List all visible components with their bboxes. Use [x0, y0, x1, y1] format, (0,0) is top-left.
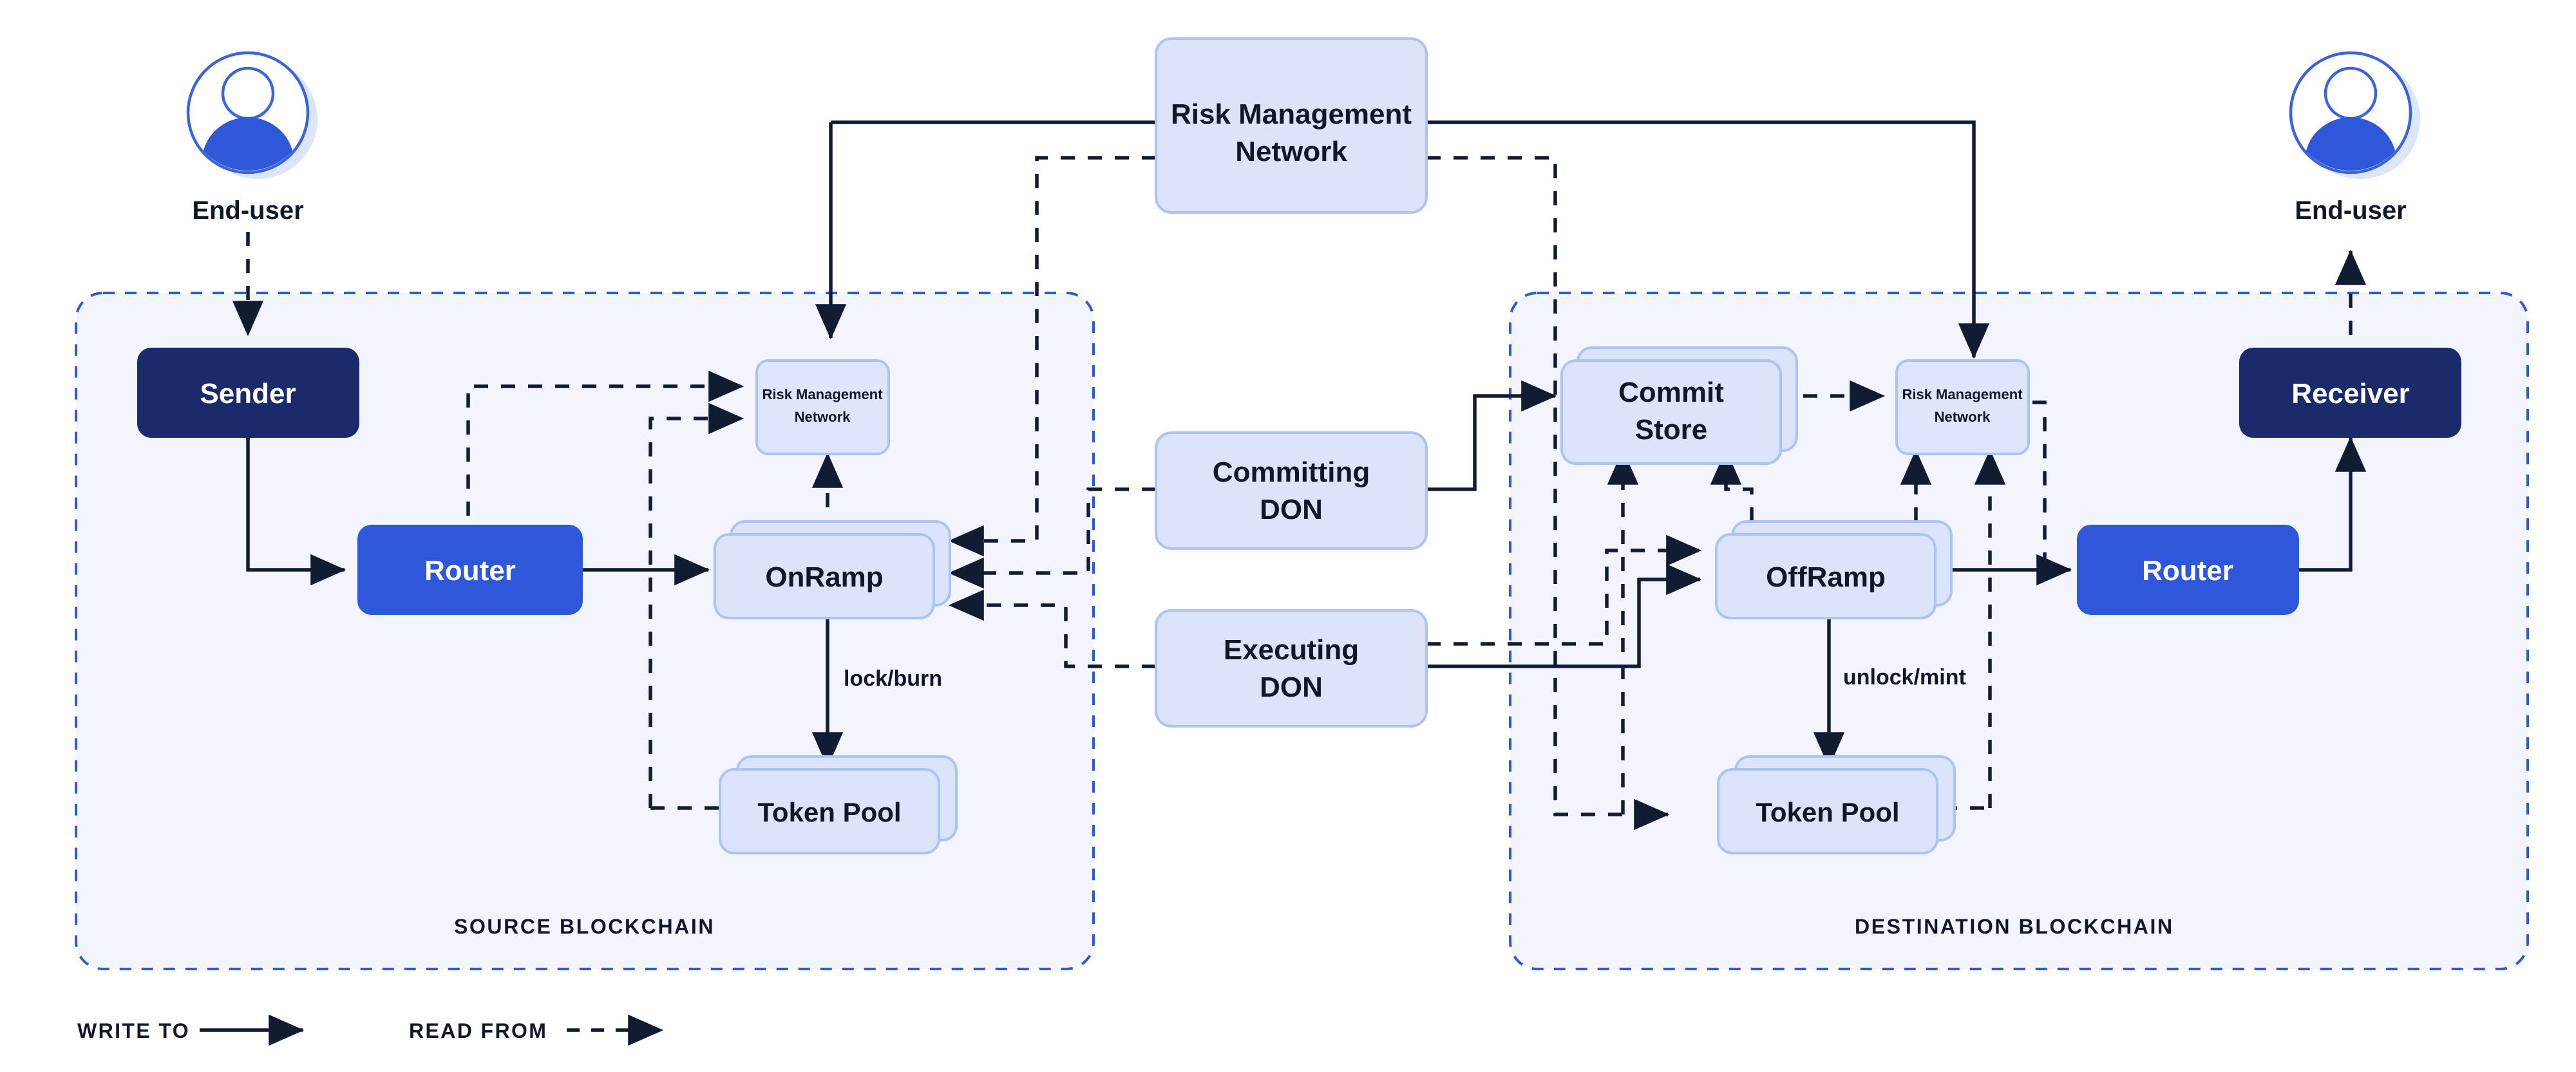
onramp-label: OnRamp: [765, 561, 883, 593]
executing-don-label-line2: DON: [1260, 672, 1323, 703]
source-enduser-label: End-user: [192, 196, 303, 225]
node-source-router[interactable]: Router: [357, 525, 583, 615]
edge-dest-router-to-dest-rmn: [1976, 386, 2047, 567]
source-blockchain-zone-label: SOURCE BLOCKCHAIN: [454, 915, 715, 938]
offramp-label: OffRamp: [1766, 561, 1886, 593]
source-router-label: Router: [424, 555, 516, 587]
source-rmn-label-line2: Network: [795, 409, 851, 425]
sender-label: Sender: [200, 378, 296, 409]
committing-don-label-line1: Committing: [1213, 456, 1370, 488]
node-committing-don[interactable]: Committing DON: [1155, 431, 1428, 550]
dest-rmn-label-line2: Network: [1935, 409, 1991, 425]
edge-top-rmn-to-dest-rmn: [1426, 120, 1990, 359]
destination-enduser-avatar: [2289, 51, 2420, 179]
destination-enduser-label: End-user: [2295, 196, 2406, 225]
node-destination-router[interactable]: Router: [2077, 525, 2299, 615]
edge-sender-to-router: [246, 438, 346, 586]
edge-label-unlock-mint: unlock/mint: [1843, 665, 1966, 690]
destination-blockchain-zone-label: DESTINATION BLOCKCHAIN: [1855, 915, 2174, 938]
source-token-pool-label: Token Pool: [757, 797, 901, 827]
edge-dest-router-to-receiver: [2299, 436, 2367, 572]
edge-top-rmn-reads-onramp: [948, 156, 1156, 557]
source-enduser-avatar: [186, 51, 317, 179]
destination-token-pool-label: Token Pool: [1756, 797, 1899, 827]
node-destination-risk-management-network[interactable]: Risk Management Network: [1895, 359, 2030, 455]
risk-management-network-top-label-line1: Risk Management: [1171, 99, 1412, 130]
node-destination-token-pool[interactable]: Token Pool: [1717, 755, 1956, 854]
edge-tokenpool-to-source-rmn: [649, 402, 744, 808]
node-source-token-pool[interactable]: Token Pool: [719, 755, 958, 854]
node-sender[interactable]: Sender: [137, 348, 359, 438]
node-receiver[interactable]: Receiver: [2239, 348, 2461, 438]
legend: WRITE TO READ FROM: [77, 1014, 664, 1046]
legend-read-from-label: READ FROM: [409, 1019, 547, 1042]
edge-top-rmn-dashed-right: [1426, 156, 1670, 831]
edge-router-to-source-rmn: [466, 370, 744, 570]
node-offramp[interactable]: OffRamp: [1715, 520, 1953, 619]
edge-committing-don-to-commit-store: [1426, 380, 1557, 491]
source-rmn-label-line1: Risk Management: [762, 386, 883, 402]
receiver-label: Receiver: [2291, 378, 2409, 409]
edge-executing-don-reads-onramp: [948, 589, 1156, 668]
executing-don-label-line1: Executing: [1224, 634, 1359, 666]
edge-label-lock-burn: lock/burn: [844, 666, 942, 691]
legend-write-to-label: WRITE TO: [77, 1019, 190, 1042]
risk-management-network-top-label-line2: Network: [1235, 136, 1347, 167]
destination-router-label: Router: [2142, 555, 2233, 587]
commit-store-label-line2: Store: [1635, 414, 1707, 446]
node-source-risk-management-network[interactable]: Risk Management Network: [755, 359, 890, 455]
node-risk-management-network-top[interactable]: Risk Management Network: [1155, 37, 1428, 214]
commit-store-label-line1: Commit: [1618, 377, 1724, 408]
edge-committing-don-reads-onramp: [948, 487, 1156, 589]
dest-rmn-label-line1: Risk Management: [1902, 386, 2023, 402]
node-onramp[interactable]: OnRamp: [714, 520, 951, 619]
node-executing-don[interactable]: Executing DON: [1155, 609, 1428, 728]
edge-executing-don-to-offramp: [1426, 563, 1702, 668]
node-commit-store[interactable]: Commit Store: [1560, 346, 1798, 465]
committing-don-label-line2: DON: [1260, 494, 1323, 525]
edge-executing-don-reads-offramp: [1426, 534, 1702, 646]
